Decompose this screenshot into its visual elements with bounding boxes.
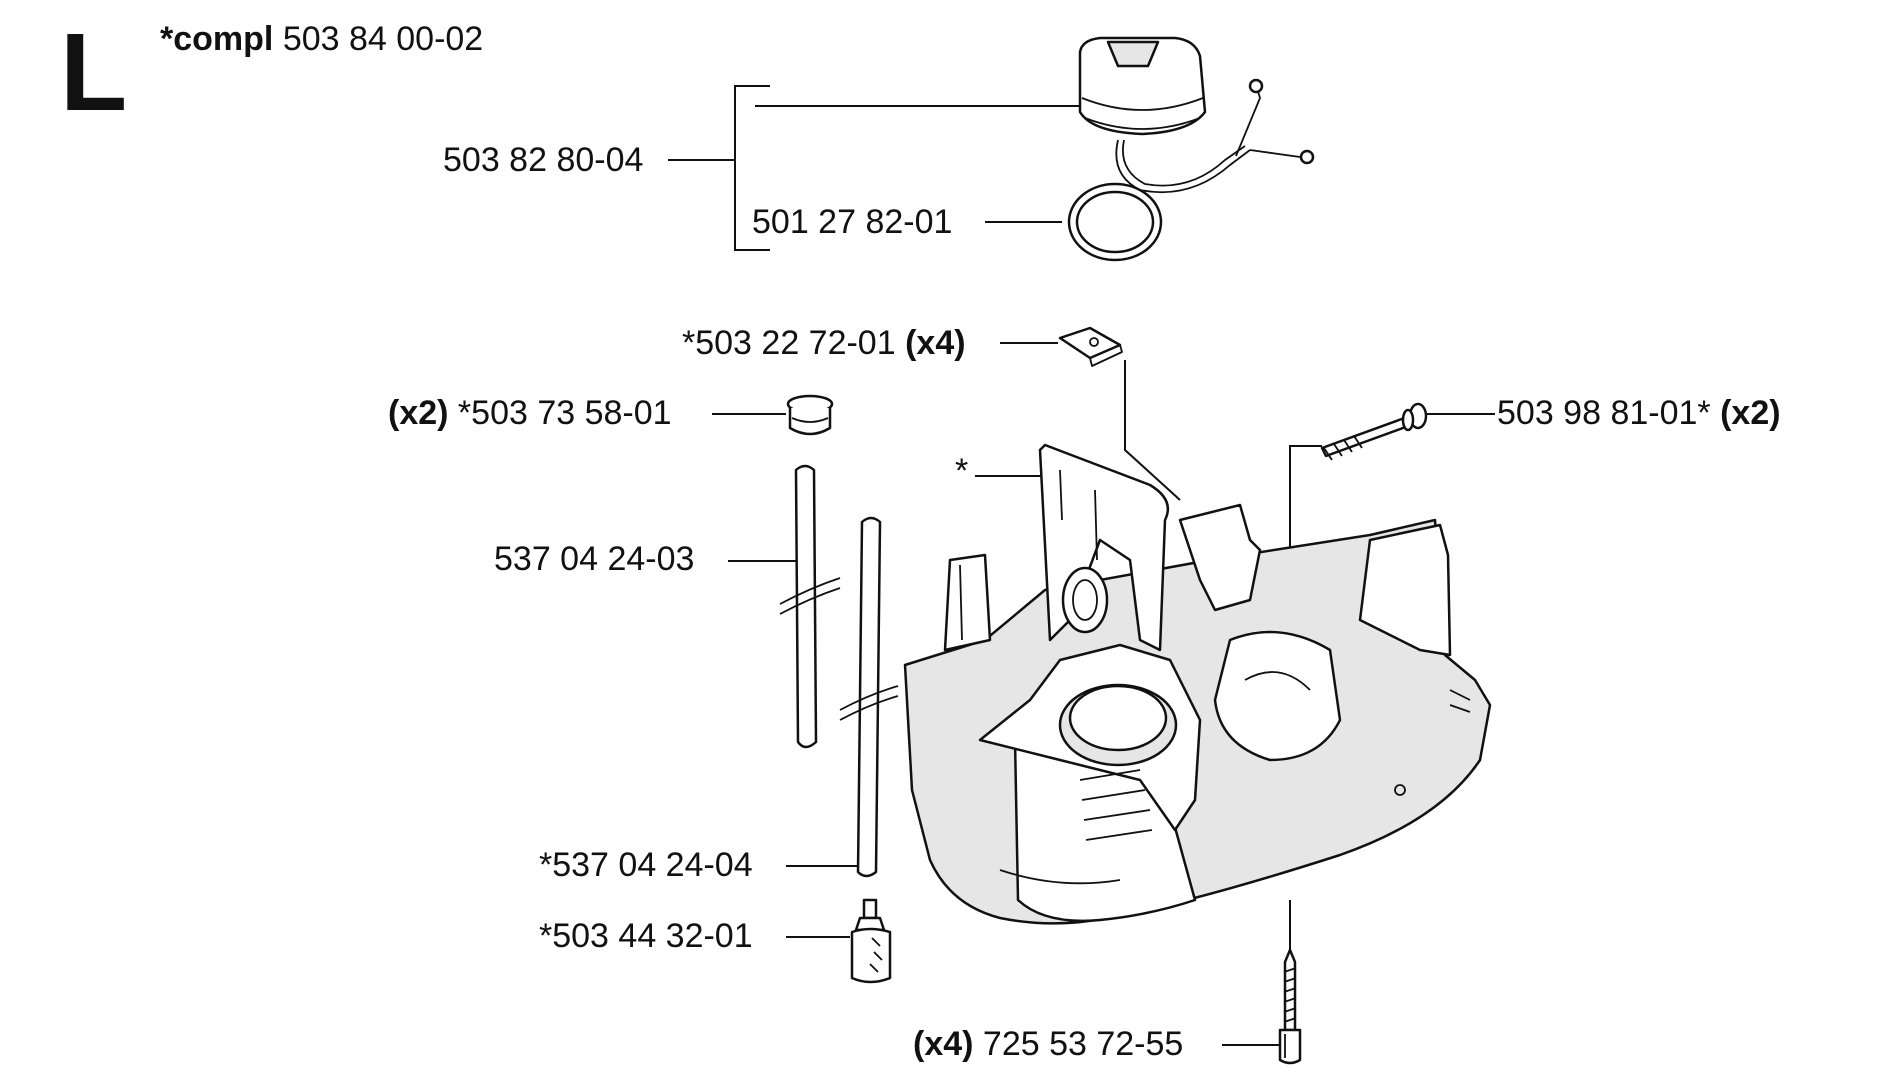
clip-number: *503 22 72-01 — [682, 324, 896, 362]
compl-prefix: *compl — [160, 20, 274, 58]
label-filter: *503 44 32-01 — [539, 919, 753, 953]
o-ring-drawing — [1067, 182, 1163, 262]
bolt-qty: (x2) — [1720, 394, 1781, 432]
label-clip: *503 22 72-01 (x4) — [682, 326, 966, 360]
label-cap-assy: 503 82 80-04 — [443, 143, 643, 177]
bolt-number: 503 98 81-01* — [1497, 394, 1711, 432]
grommet-drawing — [786, 394, 834, 436]
label-tank-mark: * — [955, 454, 968, 488]
leader-lines — [668, 85, 1495, 1046]
screw-number: 725 53 72-55 — [982, 1025, 1184, 1063]
sheet-letter: L — [60, 11, 128, 134]
label-o-ring: 501 27 82-01 — [752, 205, 952, 239]
compl-label: *compl 503 84 00-02 — [160, 22, 483, 56]
label-bolt: 503 98 81-01* (x2) — [1497, 396, 1781, 430]
screw-qty: (x4) — [913, 1025, 974, 1063]
crankcase-drawing — [903, 443, 1492, 925]
grommet-number: *503 73 58-01 — [457, 394, 672, 432]
filter-number: *503 44 32-01 — [539, 917, 753, 955]
compl-number: 503 84 00-02 — [282, 20, 484, 58]
label-screw: (x4) 725 53 72-55 — [913, 1027, 1183, 1061]
cap-assy-number: 503 82 80-04 — [443, 141, 644, 179]
fuel-cap-drawing — [1078, 36, 1315, 194]
label-hose-b: *537 04 24-04 — [539, 848, 753, 882]
clip-drawing — [1058, 326, 1123, 367]
cap-bracket — [734, 85, 770, 251]
bolt-drop-line — [1289, 445, 1322, 548]
grommet-qty: (x2) — [388, 394, 449, 432]
label-hose-a: 537 04 24-03 — [494, 542, 694, 576]
clip-drop-line — [1124, 360, 1181, 501]
clip-qty: (x4) — [905, 324, 966, 362]
hose-a-drawing — [779, 464, 841, 749]
o-ring-number: 501 27 82-01 — [752, 203, 953, 241]
hose-b-number: *537 04 24-04 — [539, 846, 753, 884]
bolt-drawing — [1320, 402, 1428, 461]
label-grommet: (x2) *503 73 58-01 — [388, 396, 672, 430]
tank-mark-text: * — [955, 452, 969, 490]
screw-drawing — [1278, 948, 1302, 1065]
hose-a-number: 537 04 24-03 — [494, 540, 695, 578]
hose-b-drawing — [839, 516, 899, 878]
fuel-filter-drawing — [850, 898, 892, 984]
